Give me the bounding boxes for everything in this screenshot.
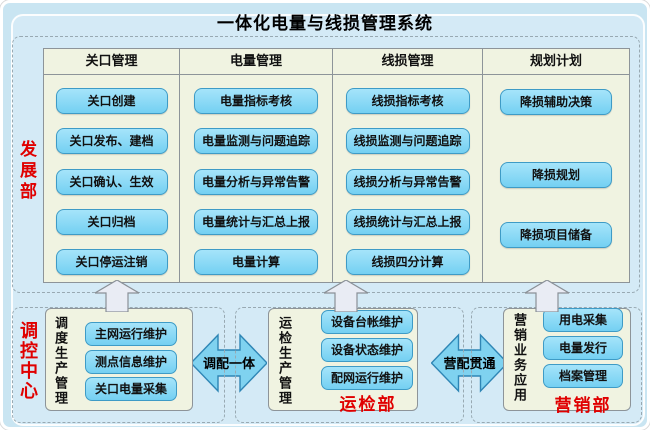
column-energy-management: 电量管理 电量指标考核 电量监测与问题追踪 电量分析与异常告警 电量统计与汇总上… xyxy=(180,49,333,283)
dispatch-inspection-arrow-label: 调配一体 xyxy=(202,357,255,372)
module-node: 降损项目储备 xyxy=(500,222,612,248)
double-arrow-icon xyxy=(191,333,267,393)
module-node: 降损规划 xyxy=(500,162,612,188)
module-node: 关口归档 xyxy=(55,209,168,235)
column-body: 电量指标考核 电量监测与问题追踪 电量分析与异常告警 电量统计与汇总上报 电量计… xyxy=(180,75,332,283)
inspection-group-label: 运检生产管理 xyxy=(276,316,291,406)
module-node: 电量发行 xyxy=(543,336,623,360)
column-body: 降损辅助决策 降损规划 降损项目储备 xyxy=(483,75,629,283)
module-node: 关口创建 xyxy=(55,88,168,114)
module-node: 关口发布、建档 xyxy=(55,128,168,154)
up-arrow-icon xyxy=(525,280,569,312)
inspection-marketing-arrow-label: 营配贯通 xyxy=(443,357,496,372)
module-node: 电量统计与汇总上报 xyxy=(194,209,318,235)
inspection-dept-label: 运检部 xyxy=(339,395,397,415)
column-header: 规划计划 xyxy=(483,49,629,75)
control-center-label: 调控中心 xyxy=(17,321,38,401)
column-planning: 规划计划 降损辅助决策 降损规划 降损项目储备 xyxy=(483,49,629,283)
module-node: 配网运行维护 xyxy=(321,366,413,390)
column-header: 关口管理 xyxy=(44,49,179,75)
column-gateway-management: 关口管理 关口创建 关口发布、建档 关口确认、生效 关口归档 关口停运注销 xyxy=(44,49,180,283)
module-node: 电量指标考核 xyxy=(194,88,318,114)
module-node: 用电采集 xyxy=(543,308,623,332)
module-node: 电量计算 xyxy=(194,249,318,275)
module-node: 电量分析与异常告警 xyxy=(194,169,318,195)
module-node: 测点信息维护 xyxy=(85,350,177,374)
dispatch-group-label: 调度生产管理 xyxy=(52,316,67,406)
module-node: 关口停运注销 xyxy=(55,249,168,275)
module-node: 档案管理 xyxy=(543,364,623,388)
module-node: 电量监测与问题追踪 xyxy=(194,128,318,154)
module-node: 线损四分计算 xyxy=(345,249,470,275)
module-matrix: 关口管理 关口创建 关口发布、建档 关口确认、生效 关口归档 关口停运注销 电量… xyxy=(43,48,630,283)
module-node: 主网运行维护 xyxy=(85,322,177,346)
module-node: 关口电量采集 xyxy=(85,377,177,401)
module-node: 关口确认、生效 xyxy=(55,169,168,195)
up-arrow-icon xyxy=(95,280,139,312)
column-header: 电量管理 xyxy=(180,49,332,75)
module-node: 线损监测与问题追踪 xyxy=(345,128,470,154)
column-body: 线损指标考核 线损监测与问题追踪 线损分析与异常告警 线损统计与汇总上报 线损四… xyxy=(333,75,482,283)
page-title: 一体化电量与线损管理系统 xyxy=(217,14,433,34)
column-header: 线损管理 xyxy=(333,49,482,75)
module-node: 设备台帐维护 xyxy=(321,310,413,334)
module-node: 设备状态维护 xyxy=(321,338,413,362)
module-node: 降损辅助决策 xyxy=(500,89,612,115)
development-dept-label: 发展部 xyxy=(16,140,36,203)
module-node: 线损统计与汇总上报 xyxy=(345,209,470,235)
column-lineloss-management: 线损管理 线损指标考核 线损监测与问题追踪 线损分析与异常告警 线损统计与汇总上… xyxy=(333,49,483,283)
module-node: 线损指标考核 xyxy=(345,88,470,114)
column-body: 关口创建 关口发布、建档 关口确认、生效 关口归档 关口停运注销 xyxy=(44,75,179,283)
marketing-dept-label: 营销部 xyxy=(554,396,612,416)
marketing-group-label: 营销业务应用 xyxy=(511,313,526,403)
up-arrow-icon xyxy=(324,280,368,312)
module-node: 线损分析与异常告警 xyxy=(345,169,470,195)
